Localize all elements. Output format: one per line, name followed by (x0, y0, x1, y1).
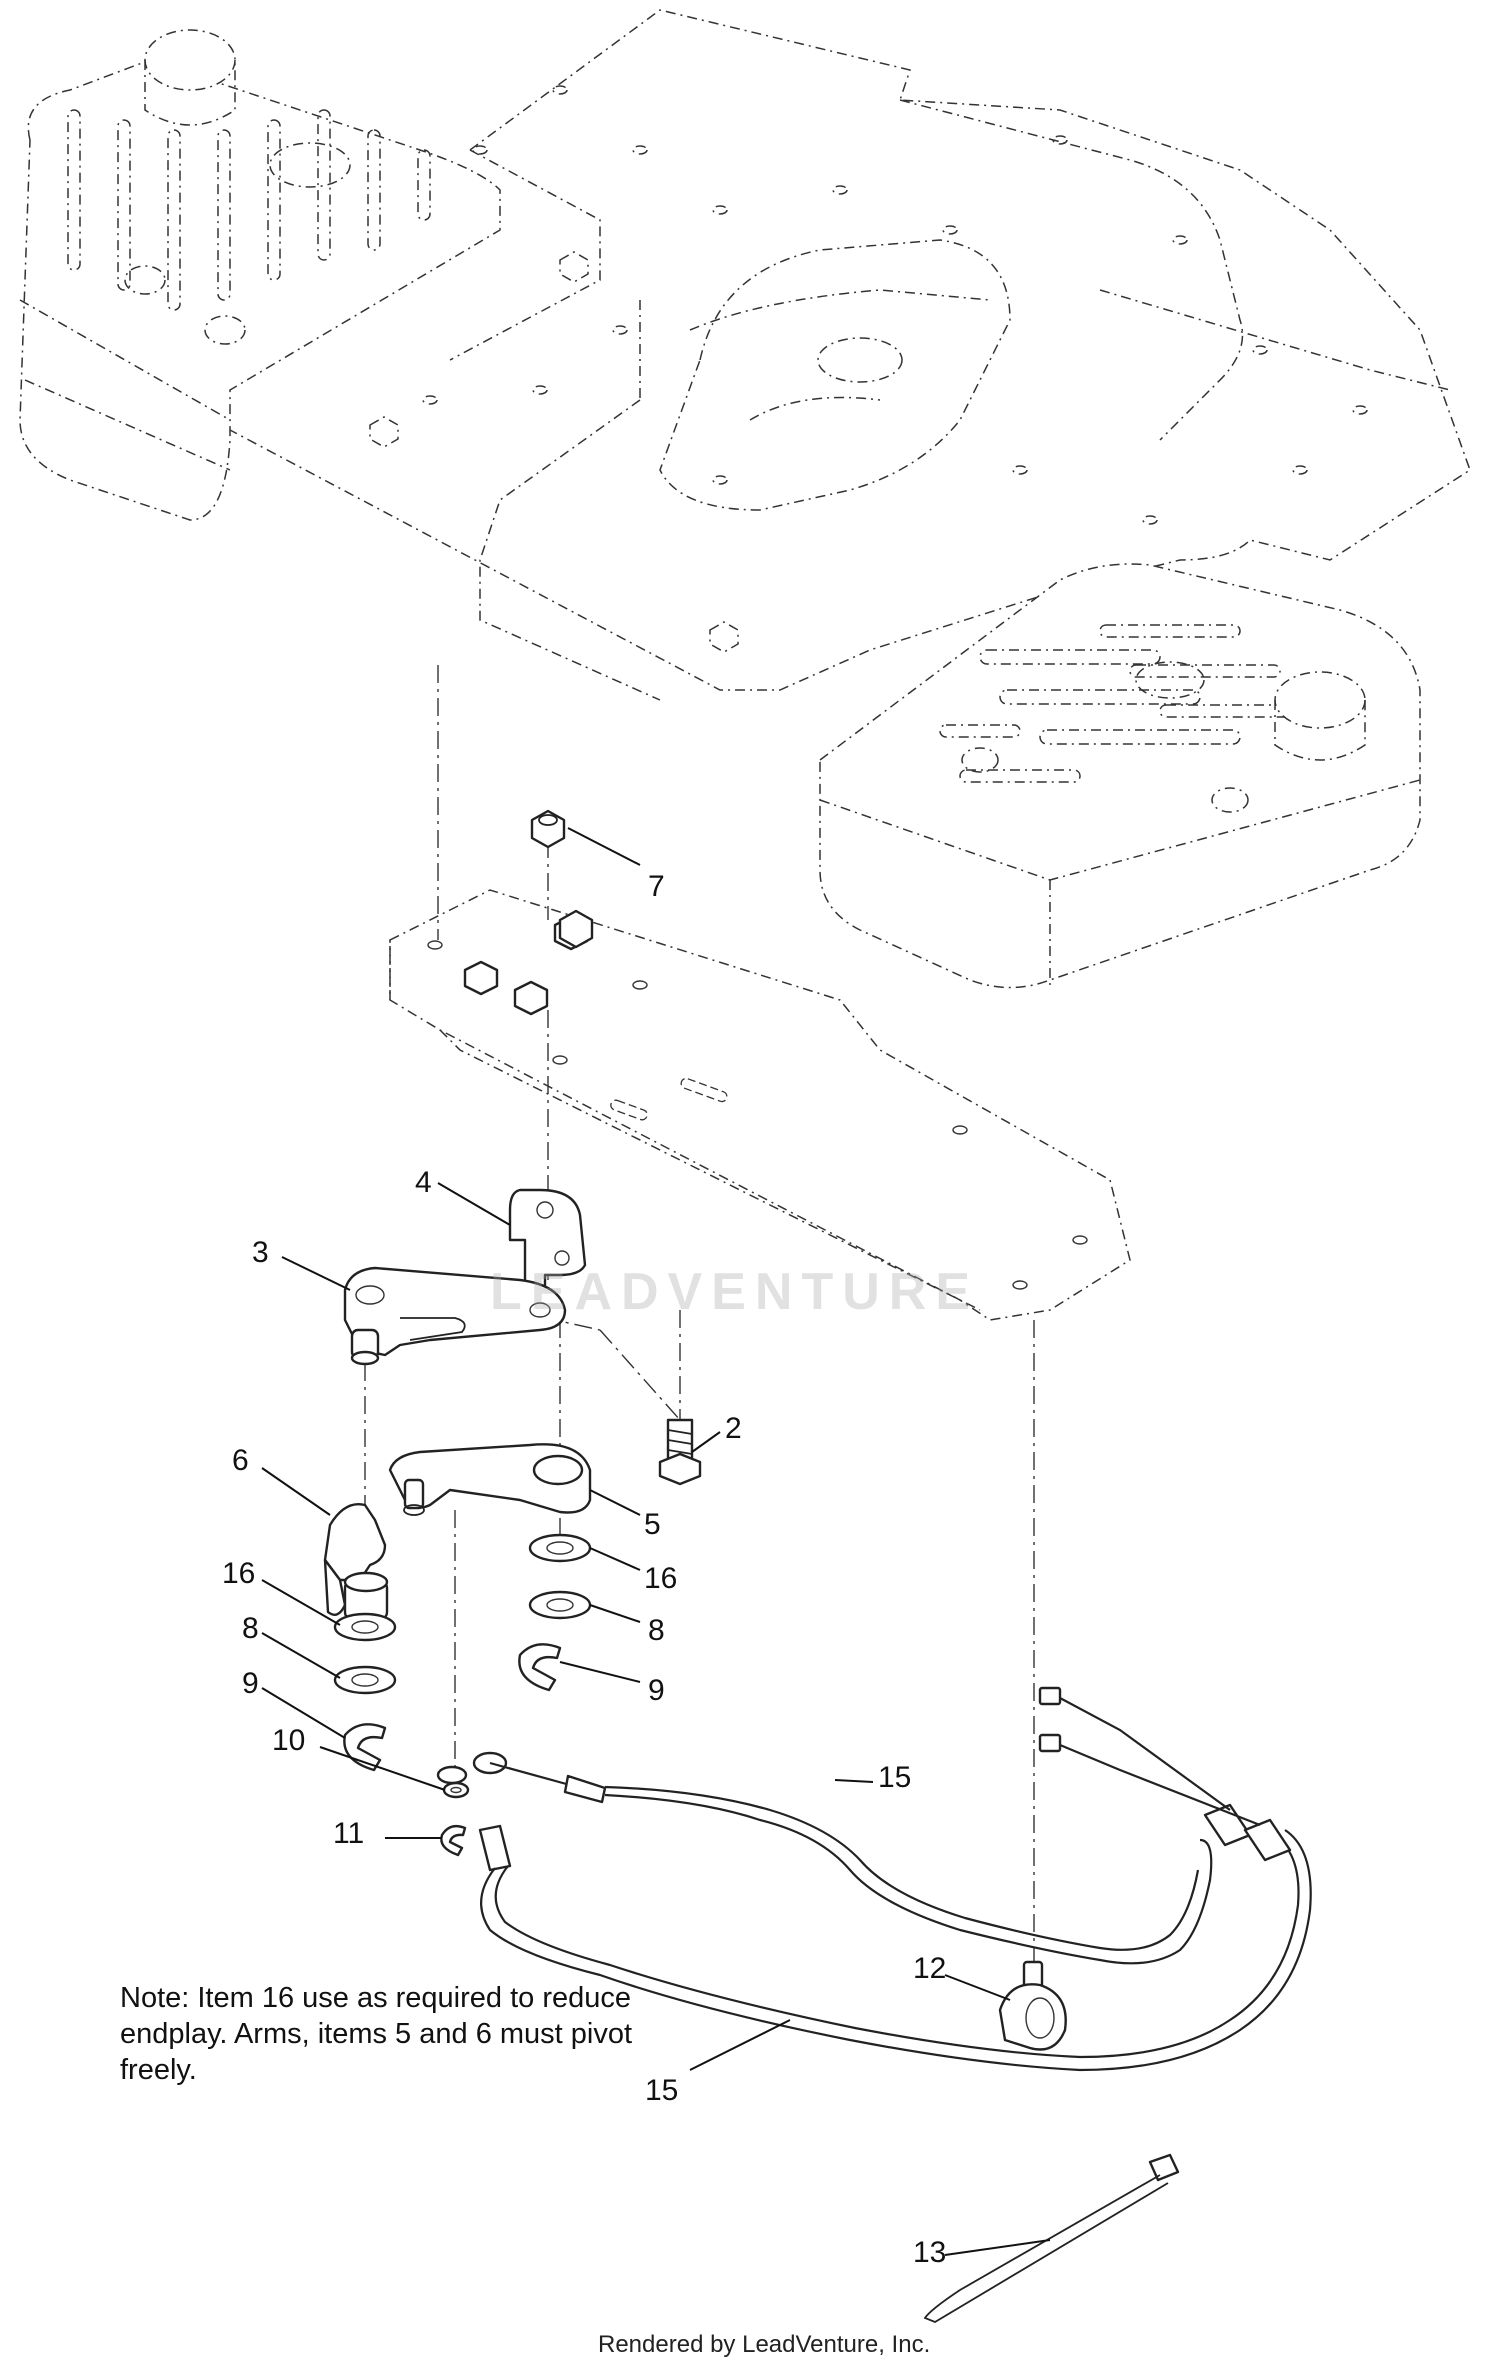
arm-3 (343, 1266, 567, 1366)
callout-7: 7 (648, 870, 665, 903)
control-cables-15 (436, 1686, 1312, 2072)
callout-2: 2 (725, 1412, 742, 1445)
callout-13: 13 (913, 2236, 946, 2269)
callout-5: 5 (644, 1508, 661, 1541)
callout-9-left: 9 (242, 1667, 259, 1700)
callout-11: 11 (333, 1817, 364, 1850)
callout-6: 6 (232, 1444, 249, 1477)
watermark: LEADVENTURE (490, 1263, 980, 1321)
callout-12: 12 (913, 1952, 946, 1985)
cable-clamp-12 (998, 1960, 1067, 2051)
callout-8-right: 8 (648, 1614, 665, 1647)
callout-8-left: 8 (242, 1612, 259, 1645)
assembly-note: Note: Item 16 use as required to reduce … (120, 1982, 633, 2086)
bolt-2 (658, 1418, 702, 1486)
callout-16-left: 16 (222, 1557, 255, 1590)
callout-4: 4 (415, 1166, 432, 1199)
arm-6 (323, 1503, 389, 1622)
callout-labels: 7 4 3 2 5 6 16 8 9 16 8 9 10 11 15 15 12… (222, 870, 946, 2269)
right-washer-stack (518, 1533, 592, 1692)
chassis-phantom (19, 9, 1471, 1321)
callout-10: 10 (272, 1724, 305, 1757)
callout-leaders (261, 827, 1051, 2256)
cable-tie-13 (923, 2153, 1180, 2324)
left-washer-stack (333, 1612, 397, 1772)
render-credit: Rendered by LeadVenture, Inc. (598, 2331, 931, 2358)
bracket-4 (508, 1188, 587, 1302)
callout-15-upper: 15 (878, 1761, 911, 1794)
arm-5 (388, 1443, 592, 1516)
callout-15-lower: 15 (645, 2074, 678, 2107)
flange-nut-7 (530, 809, 594, 949)
callout-3: 3 (252, 1236, 269, 1269)
callout-16-right: 16 (644, 1562, 677, 1595)
callout-9-right: 9 (648, 1674, 665, 1707)
washer-10-clip-11 (440, 1781, 470, 1857)
